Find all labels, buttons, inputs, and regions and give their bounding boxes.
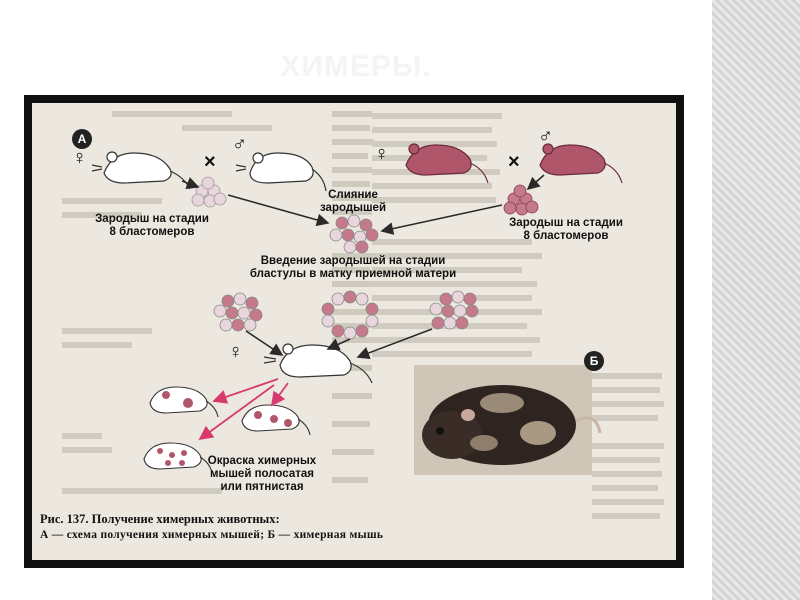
dark-mouse-female <box>406 144 488 183</box>
female-symbol-right: ♀ <box>374 143 389 165</box>
label-left-embryo: Зародыш на стадии 8 бластомеров <box>82 213 222 239</box>
female-symbol-left: ♀ <box>72 147 87 169</box>
chimeric-mouse-photo <box>414 365 600 475</box>
label-right-embryo: Зародыш на стадии 8 бластомеров <box>496 217 636 243</box>
blastula-1 <box>214 293 262 331</box>
cross-symbol-right: × <box>508 151 520 173</box>
white-mouse-female <box>92 152 190 189</box>
side-decoration-stripe <box>712 0 800 600</box>
label-transfer: Введение зародышей на стадии бластулы в … <box>228 255 478 281</box>
chimeric-mouse-1 <box>150 387 218 417</box>
embryo-right-8-cell <box>504 185 538 215</box>
male-symbol-left: ♂ <box>232 133 247 155</box>
foster-mother-mouse <box>264 344 372 383</box>
fused-embryo <box>330 215 378 253</box>
figure-caption: Рис. 137. Получение химерных животных: А… <box>40 511 640 543</box>
white-mouse-male <box>236 153 326 191</box>
caption-title: Рис. 137. Получение химерных животных: <box>40 511 640 527</box>
label-coloring: Окраска химерных мышей полосатая или пят… <box>192 455 332 494</box>
caption-description: А — схема получения химерных мышей; Б — … <box>40 527 640 543</box>
female-symbol-foster: ♀ <box>228 341 243 363</box>
dark-mouse-male <box>540 144 622 183</box>
chimeric-mouse-2 <box>242 405 310 435</box>
figure-drawing <box>32 103 676 560</box>
panel-a-label: А <box>72 129 92 149</box>
slide-title: ХИМЕРЫ. <box>0 50 712 84</box>
textbook-figure: А Б ♀ × ♂ ♀ × ♂ ♀ Зародыш на стадии 8 бл… <box>32 103 676 560</box>
embryo-left-8-cell <box>192 177 226 207</box>
male-symbol-right: ♂ <box>538 125 553 147</box>
label-fusion: Слияние зародышей <box>308 189 398 215</box>
cross-symbol-left: × <box>204 151 216 173</box>
panel-b-label: Б <box>584 351 604 371</box>
